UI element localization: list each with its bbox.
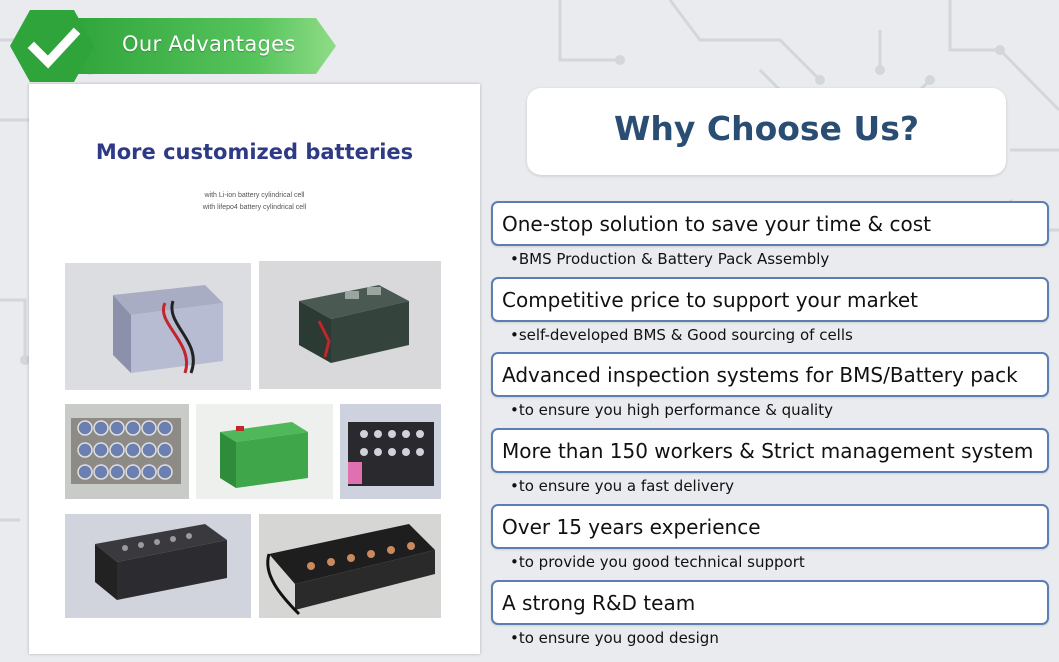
catalog-page: More customized batteries with Li-ion ba…: [29, 84, 480, 654]
advantage-heading: A strong R&D team: [502, 591, 696, 615]
advantage-item: Advanced inspection systems for BMS/Batt…: [491, 352, 1049, 397]
battery-photo-long-pack: [65, 514, 251, 618]
battery-photo-gray-box: [65, 263, 251, 390]
advantage-item: One-stop solution to save your time & co…: [491, 201, 1049, 246]
why-choose-us-box: Why Choose Us?: [527, 88, 1006, 175]
battery-photo-cylindrical-cells: [65, 404, 189, 499]
catalog-subtitle-2: with lifepo4 battery cylindrical cell: [202, 204, 307, 211]
advantage-detail: •to ensure you good design: [510, 629, 719, 647]
badge-title: Our Advantages: [122, 32, 296, 56]
battery-photo-green-box: [259, 261, 441, 389]
advantage-item: More than 150 workers & Strict managemen…: [491, 428, 1049, 473]
catalog-title: More customized batteries: [95, 140, 414, 164]
advantage-heading: One-stop solution to save your time & co…: [502, 212, 931, 236]
advantage-detail: •to ensure you high performance & qualit…: [510, 401, 833, 419]
advantage-heading: Competitive price to support your market: [502, 288, 918, 312]
advantage-heading: Over 15 years experience: [502, 515, 761, 539]
catalog-subtitle-1: with Li-ion battery cylindrical cell: [204, 192, 305, 199]
advantage-detail: •to provide you good technical support: [510, 553, 805, 571]
why-choose-us-title: Why Choose Us?: [613, 109, 920, 148]
advantage-item: Over 15 years experience: [491, 504, 1049, 549]
advantage-item: Competitive price to support your market: [491, 277, 1049, 322]
advantages-badge: Our Advantages: [10, 10, 336, 82]
advantage-heading: Advanced inspection systems for BMS/Batt…: [502, 363, 1018, 387]
advantage-heading: More than 150 workers & Strict managemen…: [502, 439, 1034, 463]
advantage-detail: •BMS Production & Battery Pack Assembly: [510, 250, 830, 268]
advantage-detail: •self-developed BMS & Good sourcing of c…: [510, 326, 853, 344]
battery-photo-wrapped-pack: [259, 514, 441, 618]
battery-photo-pink-pack: [340, 404, 441, 499]
advantage-detail: •to ensure you a fast delivery: [510, 477, 735, 495]
check-icon: [27, 27, 81, 69]
battery-photo-green-sla: [196, 404, 333, 499]
advantage-item: A strong R&D team: [491, 580, 1049, 625]
